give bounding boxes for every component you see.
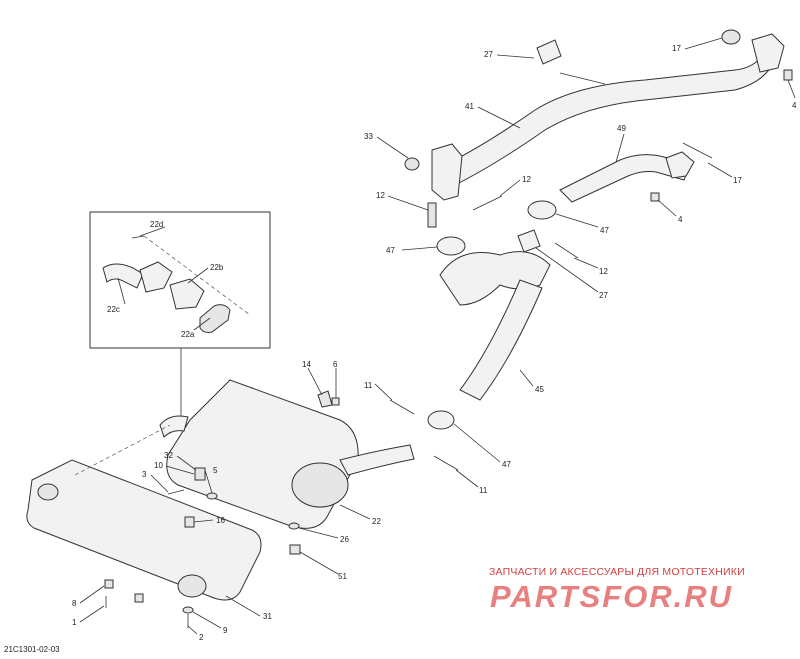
ring-17-top [721,29,741,45]
spring-11-upper [389,399,415,415]
washer-5 [206,492,218,500]
callout-2: 2 [199,633,204,642]
rod-top [559,72,606,85]
muffler-inlet [159,415,189,438]
grommet-16 [184,516,195,528]
inset-bolt-22d [131,235,145,239]
flange-49 [665,151,695,179]
washer-9 [182,606,194,614]
callout-32: 32 [164,451,173,460]
gasket-17-right [682,142,713,159]
spring-12-left [427,202,437,228]
watermark-logo: PARTSFOR.RU [490,579,734,614]
y-collector [439,251,551,306]
callout-10: 10 [154,461,163,470]
callout-49: 49 [617,124,626,133]
callout-8: 8 [72,599,77,608]
damper-51 [289,544,301,555]
callout-11b: 11 [479,486,488,495]
document-code: 21C1301-02-03 [4,645,60,654]
callout-9: 9 [223,626,228,635]
pipe-45 [459,279,543,401]
spring-12-mid [472,195,503,211]
callout-22d: 22d [150,220,163,229]
flange-top-right [751,33,785,73]
inset-flange-22b [169,278,205,310]
callout-16: 16 [216,516,225,525]
nut-6 [331,397,340,406]
pipe-stub-33 [431,143,463,201]
shield-outlet-hole [177,574,207,598]
inset-gasket-22b-left [139,261,173,293]
bracket-27-mid [517,229,541,253]
muffler-outlet-pipe [339,444,415,476]
clip-8 [104,579,114,589]
watermark-tagline: ЗАПЧАСТИ И АКСЕССУАРЫ ДЛЯ МОТОТЕХНИКИ [489,566,745,578]
detail-inset-box [89,211,271,349]
callout-33: 33 [364,132,373,141]
callout-47b: 47 [386,246,395,255]
callout-22a: 22a [181,330,195,339]
callout-47c: 47 [502,460,511,469]
callout-4: 4 [792,101,797,110]
nut-4-top [783,69,793,81]
callout-31: 31 [263,612,272,621]
clamp-47-left [436,236,466,256]
clamp-47-right [527,200,557,220]
callout-5: 5 [213,466,218,475]
callout-51: 51 [338,572,347,581]
inset-pipe-22c [102,263,144,289]
callout-27: 27 [484,50,493,59]
callout-6: 6 [333,360,338,369]
nut-4-mid [650,192,660,202]
clip-8b [134,593,144,603]
bolt-3 [167,489,185,495]
muffler-end-cap [291,462,349,508]
callout-22c: 22c [107,305,120,314]
callout-45: 45 [535,385,544,394]
callout-22: 22 [372,517,381,526]
grommet-33 [404,157,420,171]
callout-27b: 27 [599,291,608,300]
spring-12-right [554,242,579,259]
pipe-49 [559,154,691,203]
bracket-27-top [536,39,562,65]
callout-4b: 4 [678,215,683,224]
spring-11-lower [433,455,459,471]
assembly-axis-left [74,424,171,476]
callout-12b: 12 [522,175,531,184]
callout-3: 3 [142,470,147,479]
callout-11a: 11 [364,381,373,390]
callout-14: 14 [302,360,311,369]
callout-41: 41 [465,102,474,111]
washer-26 [288,522,300,530]
inset-sleeve-22a [199,304,231,333]
callout-26: 26 [340,535,349,544]
clamp-47-lower [427,410,455,430]
shield-inlet-hole [37,483,59,501]
inset-axis [143,235,251,316]
callout-17b: 17 [733,176,742,185]
part-14 [317,390,333,408]
callout-47a: 47 [600,226,609,235]
callout-12c: 12 [599,267,608,276]
callout-22b: 22b [210,263,224,272]
callout-17: 17 [672,44,681,53]
callout-12a: 12 [376,191,385,200]
leader-lines [79,37,796,635]
spacer-10 [194,467,206,481]
callout-1: 1 [72,618,77,627]
